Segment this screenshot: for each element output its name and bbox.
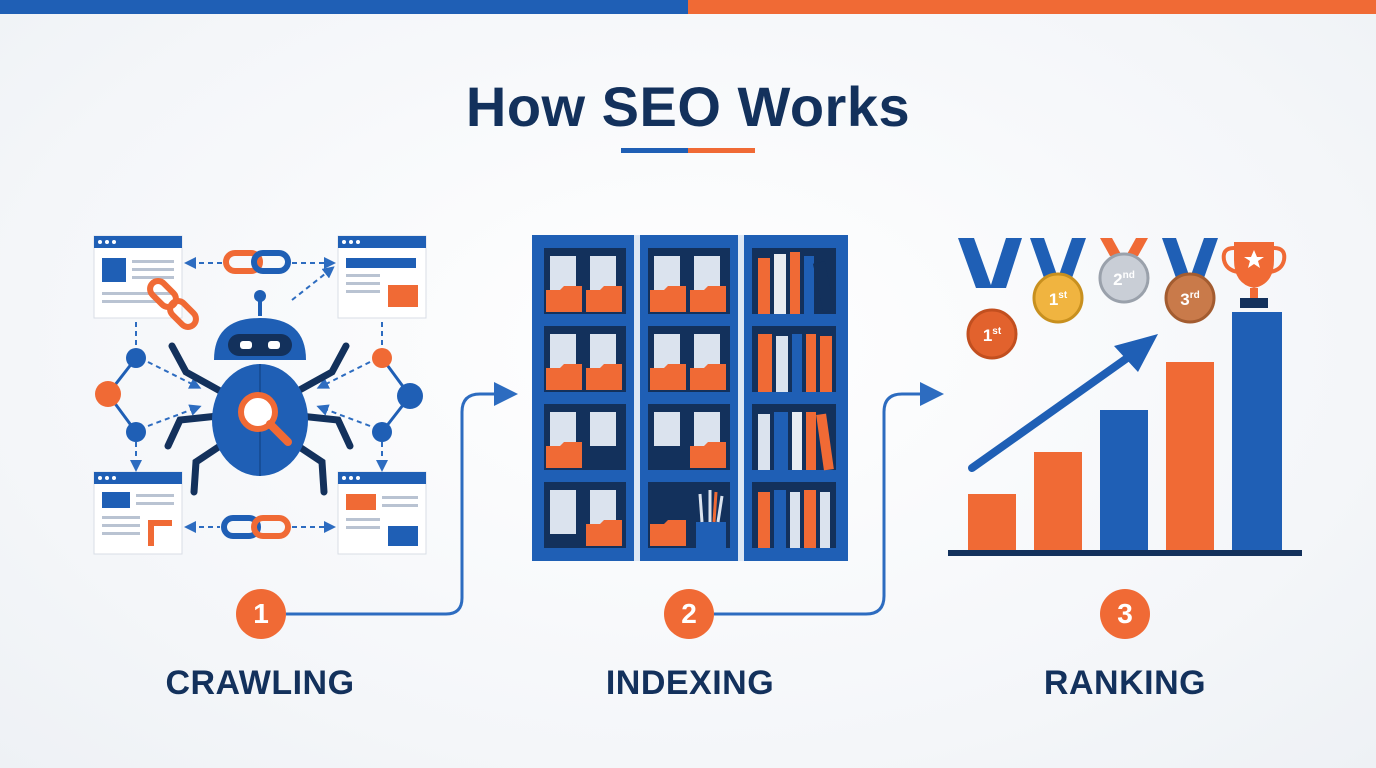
network-node xyxy=(126,348,146,368)
network-node xyxy=(95,381,121,407)
network-node xyxy=(126,422,146,442)
chart-bar xyxy=(1166,362,1214,552)
flow-connector xyxy=(286,392,922,616)
chart-bar xyxy=(1232,312,1282,552)
flow-arrow-head xyxy=(494,382,518,406)
trend-arrow-icon xyxy=(968,352,1134,472)
chart-bar xyxy=(968,494,1016,552)
chain-link-icon xyxy=(251,515,291,539)
medal-icon: 1st xyxy=(1032,272,1084,324)
magnifier-icon xyxy=(238,392,278,432)
webpage-card-icon xyxy=(93,471,183,555)
ranking-chart-icon: 1st 1st 2nd 3rd xyxy=(948,238,1302,556)
webpage-card-icon xyxy=(337,471,427,555)
flow-arrow-head xyxy=(920,382,944,406)
chain-link-icon xyxy=(147,278,199,330)
title-underline xyxy=(621,148,755,153)
network-node xyxy=(397,383,423,409)
step-3-label: RANKING xyxy=(1043,664,1207,702)
step-1-badge: 1 xyxy=(236,589,286,639)
chart-bar xyxy=(1100,410,1148,552)
medal-label: 2nd xyxy=(1113,270,1135,289)
medal-icon: 3rd xyxy=(1164,272,1216,324)
page-title: How SEO Works xyxy=(465,75,911,138)
spider-robot-icon xyxy=(93,235,427,555)
document-folder-icon xyxy=(546,256,726,548)
medal-label: 1st xyxy=(1049,290,1068,309)
chain-link-icon xyxy=(221,515,261,539)
network-node xyxy=(372,348,392,368)
trophy-icon xyxy=(1221,242,1287,308)
network-node xyxy=(372,422,392,442)
webpage-card-icon xyxy=(337,235,427,319)
step-2-badge: 2 xyxy=(664,589,714,639)
step-2-label: INDEXING xyxy=(605,664,775,702)
bookshelf-icon xyxy=(532,235,848,561)
top-bar-blue-segment xyxy=(0,0,688,14)
step-1-label: CRAWLING xyxy=(165,664,355,702)
medal-icon: 2nd xyxy=(1098,252,1150,304)
chart-bar xyxy=(1034,452,1082,552)
top-accent-bar xyxy=(0,0,1376,14)
medal-icon: 1st xyxy=(966,308,1018,360)
medal-label: 1st xyxy=(983,326,1002,345)
medal-label: 3rd xyxy=(1180,290,1199,309)
chain-link-icon xyxy=(251,250,291,274)
chain-link-icon xyxy=(223,250,263,274)
step-3-badge: 3 xyxy=(1100,589,1150,639)
books-icon xyxy=(758,252,836,548)
top-bar-orange-segment xyxy=(688,0,1376,14)
